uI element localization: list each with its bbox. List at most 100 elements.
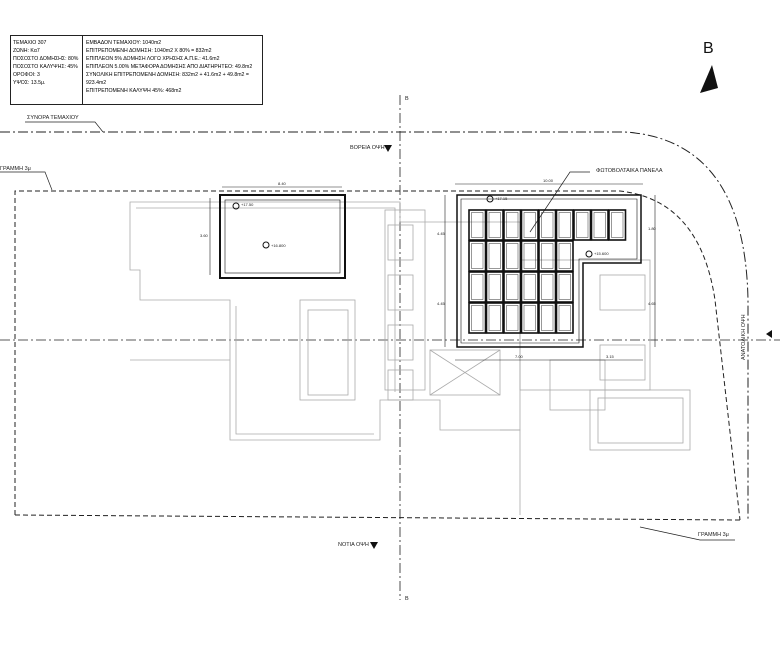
pv-panel-inner (558, 305, 571, 331)
north-arrow-icon (700, 65, 718, 93)
pv-panel-inner (506, 212, 519, 238)
pv-panel (555, 302, 574, 334)
level-pool: +17.50 (241, 202, 254, 207)
pv-leader (529, 171, 590, 233)
pv-panel (468, 209, 487, 241)
setback-line-label: ΓΡΑΜΜΗ 3μ (0, 166, 31, 172)
pv-panel-inner (488, 243, 501, 269)
res-bonus: ΕΠΙΠΛΕΟΝ 5% ΔΟΜΗΣΗ ΛΟΓΩ ΧΡΗΣΗΣ Α.Π.Ε.: 4… (86, 56, 220, 62)
pv-panel (555, 271, 574, 303)
pv-panel-inner (488, 305, 501, 331)
north-elevation-label: ΒΟΡΕΙΑ ΟΨΗ (350, 145, 385, 151)
level-marker-icon (486, 195, 494, 203)
pv-panel-inner (506, 243, 519, 269)
pv-panel-grid (468, 209, 627, 334)
pv-panel (503, 209, 522, 241)
pv-panel (468, 240, 487, 272)
allowed-coverage: ΕΠΙΤΡΕΠΟΜΕΝΗ ΚΑΛΥΨΗ 45%: 468m2 (86, 88, 182, 94)
pv-panel-inner (593, 212, 606, 238)
pv-panel (520, 302, 539, 334)
section-marker-bottom: B (405, 596, 409, 602)
pv-panel (485, 240, 504, 272)
pv-panel (468, 302, 487, 334)
pv-panel (538, 240, 557, 272)
pv-panel (608, 209, 627, 241)
building-ratio: ΠΟΣΟΣΤΟ ΔΟΜΗΣΗΣ: 80% (13, 56, 79, 62)
transfer-bonus: ΕΠΙΠΛΕΟΝ 5.00% ΜΕΤΑΦΟΡΑ ΔΟΜΗΣΗΣ ΑΠΟ ΔΙΑΤ… (86, 64, 253, 70)
pv-panel-inner (541, 305, 554, 331)
pv-roof-inner (460, 198, 638, 344)
level-marker-icon (262, 241, 270, 249)
pv-panel (503, 240, 522, 272)
pv-panel (468, 271, 487, 303)
pv-panel-inner (471, 212, 484, 238)
total-building: ΣΥΝΟΛΙΚΗ ΕΠΙΤΡΕΠΟΜΕΝΗ ΔΟΜΗΣΗ: 832m2 + 41… (86, 72, 249, 86)
level-marker-icon (585, 250, 593, 258)
pv-panel (485, 209, 504, 241)
level-roof: +17.15 (495, 196, 508, 201)
pv-panel (520, 271, 539, 303)
height: ΥΨΟΣ: 13.5μ. (13, 80, 46, 86)
plot-info-column: ΤΕΜΑΧΙΟ 307 ΖΩΝΗ: Κα7 ΠΟΣΟΣΤΟ ΔΟΜΗΣΗΣ: 8… (11, 36, 83, 104)
pv-panel-inner (523, 274, 536, 300)
dim-pv-height-b: 4.45 (437, 301, 445, 306)
dim-bottom-b: 3.15 (606, 354, 614, 359)
pv-panel-inner (523, 305, 536, 331)
pv-panel (485, 271, 504, 303)
level-marker-icon (232, 202, 240, 210)
coverage-ratio: ΠΟΣΟΣΤΟ ΚΑΛΥΨΗΣ: 45% (13, 64, 78, 70)
dim-bottom-a: 7.00 (515, 354, 523, 359)
pool (219, 194, 346, 279)
plot-area: ΕΜΒΑΔΟΝ ΤΕΜΑΧΙΟΥ: 1040m2 (86, 40, 162, 46)
setback-leader-bottom (639, 526, 735, 541)
pv-panel-inner (611, 212, 624, 238)
pv-panel-inner (523, 212, 536, 238)
boundary-leader (25, 121, 104, 133)
pv-panel-inner (488, 274, 501, 300)
dim-pool-height: 3.60 (200, 233, 208, 238)
setback-line-label-bottom: ΓΡΑΜΜΗ 3μ (698, 532, 729, 538)
pv-panel (538, 302, 557, 334)
pv-panel (555, 209, 574, 241)
plot-number: ΤΕΜΑΧΙΟ 307 (13, 40, 47, 46)
info-table: ΤΕΜΑΧΙΟ 307 ΖΩΝΗ: Κα7 ΠΟΣΟΣΤΟ ΔΟΜΗΣΗΣ: 8… (10, 35, 263, 105)
area-calc-column: ΕΜΒΑΔΟΝ ΤΕΜΑΧΙΟΥ: 1040m2 ΕΠΙΤΡΕΠΟΜΕΝΗ ΔΟ… (83, 36, 262, 104)
pv-panel (538, 209, 557, 241)
pool-inner (224, 199, 341, 274)
pv-panel-inner (506, 274, 519, 300)
north-elevation-marker-icon (384, 145, 392, 152)
dim-pv-width: 10.00 (543, 178, 554, 183)
zone: ΖΩΝΗ: Κα7 (13, 48, 40, 54)
parcel-boundary-label: ΣΥΝΟΡΑ ΤΕΜΑΧΙΟΥ (27, 115, 79, 121)
level-roof-terrace: +15.600 (594, 251, 609, 256)
pv-roof-outline (456, 194, 642, 348)
pv-panel-inner (541, 212, 554, 238)
dim-right-b: 4.65 (648, 301, 656, 306)
pv-panel-inner (541, 274, 554, 300)
pv-panel (555, 240, 574, 272)
setback-leader (0, 171, 53, 191)
pv-panels-label: ΦΩΤΟΒΟΛΤΑΙΚΑ ΠΑΝΕΛΑ (596, 168, 663, 174)
pv-panel (503, 302, 522, 334)
dim-right-a: 1.80 (648, 226, 656, 231)
pv-panel (573, 209, 592, 241)
pv-panel-inner (558, 212, 571, 238)
south-elevation-marker-icon (370, 542, 378, 549)
pv-panel-inner (576, 212, 589, 238)
north-arrow-label: B (703, 40, 714, 57)
floors: ΟΡΟΦΟΙ: 3 (13, 72, 40, 78)
pv-panel (520, 209, 539, 241)
dim-pool-width: 8.40 (278, 181, 286, 186)
pv-panel-inner (558, 274, 571, 300)
pv-panel-inner (541, 243, 554, 269)
pv-panel-inner (506, 305, 519, 331)
level-pool-center: +16.800 (271, 243, 286, 248)
building-outline (129, 201, 691, 515)
pv-panel-inner (471, 305, 484, 331)
pv-panel-inner (488, 212, 501, 238)
pv-panel (538, 271, 557, 303)
setback-line (14, 190, 741, 521)
east-elevation-label: ΑΝΑΤΟΛΙΚΗ ΟΨΗ (741, 314, 747, 360)
south-elevation-label: ΝΟΤΙΑ ΟΨΗ (338, 542, 369, 548)
